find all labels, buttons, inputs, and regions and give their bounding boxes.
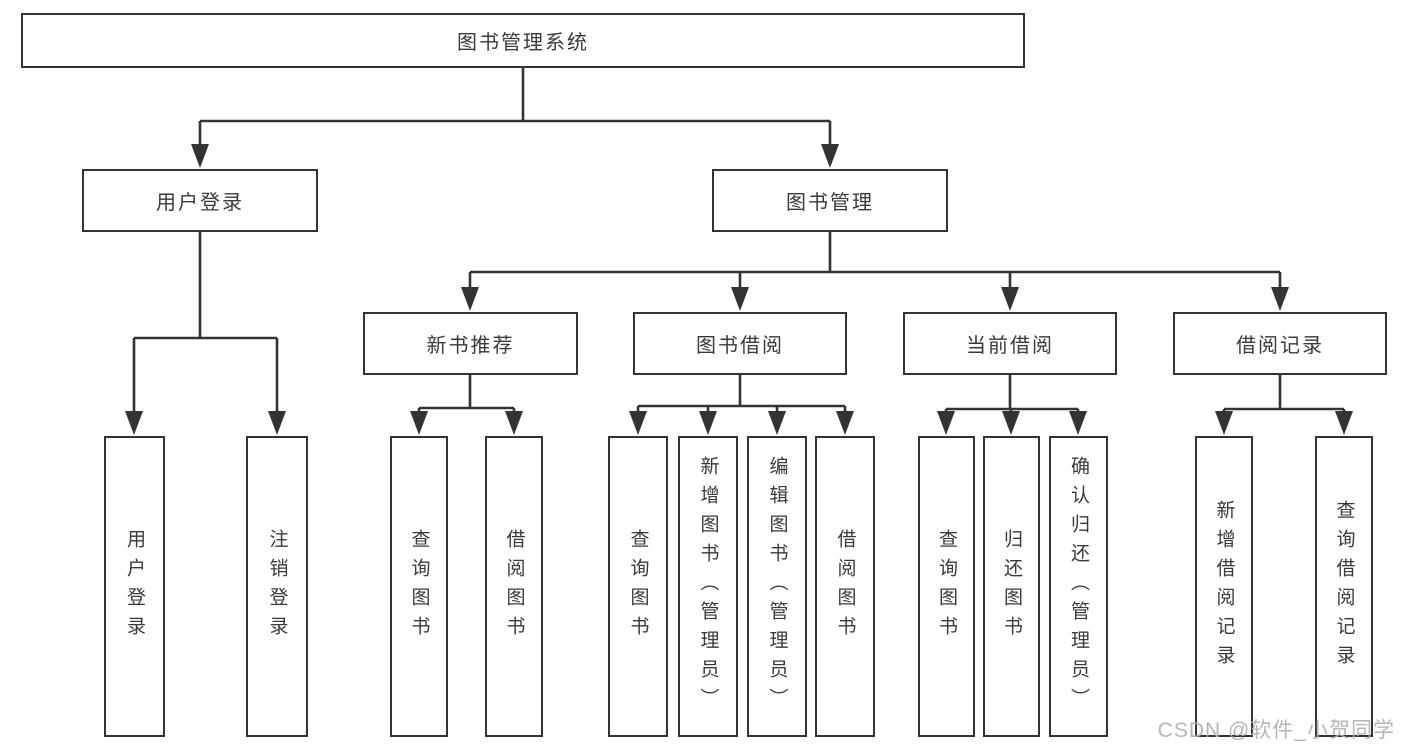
connector-user-login-to-leaves	[132, 232, 279, 416]
connector-book-borrowing-to-leaves	[636, 375, 847, 416]
arrowhead-down-icon	[410, 411, 428, 435]
arrowhead-down-icon	[629, 411, 647, 435]
arrowhead-down-icon	[505, 411, 523, 435]
leaf-confirm-return-admin: 确认归还（管理员）	[1049, 436, 1108, 737]
arrowhead-down-icon	[1069, 411, 1087, 435]
arrowhead-down-icon	[768, 411, 786, 435]
arrowhead-down-icon	[125, 411, 143, 435]
leaf-borrow-books-borrowing: 借阅图书	[815, 436, 875, 737]
node-book-management: 图书管理	[712, 169, 948, 232]
arrowhead-down-icon	[1001, 287, 1019, 311]
leaf-query-books-current: 查询图书	[918, 436, 975, 737]
arrowhead-down-icon	[836, 411, 854, 435]
leaf-borrow-books-newbook: 借阅图书	[485, 436, 543, 737]
watermark-csdn: CSDN @软件_小贺同学	[1157, 719, 1395, 742]
arrowhead-down-icon	[461, 287, 479, 311]
leaf-logout: 注销登录	[246, 436, 308, 737]
arrowhead-down-icon	[1215, 411, 1233, 435]
connector-root-to-level2	[198, 68, 832, 148]
arrowhead-down-icon	[699, 411, 717, 435]
node-new-book-recommendation: 新书推荐	[363, 312, 578, 375]
arrowhead-down-icon	[1271, 287, 1289, 311]
leaf-add-borrow-record: 新增借阅记录	[1195, 436, 1253, 737]
arrowhead-down-icon	[1002, 411, 1020, 435]
arrowhead-down-icon	[1335, 411, 1353, 435]
leaf-query-borrow-record: 查询借阅记录	[1315, 436, 1373, 737]
leaf-edit-books-admin: 编辑图书（管理员）	[747, 436, 807, 737]
connector-borrowing-records-to-leaves	[1222, 375, 1346, 416]
leaf-query-books-newbook: 查询图书	[390, 436, 448, 737]
arrowhead-down-icon	[268, 411, 286, 435]
arrowhead-down-icon	[731, 287, 749, 311]
node-book-borrowing: 图书借阅	[633, 312, 847, 375]
node-user-login: 用户登录	[82, 169, 318, 232]
node-borrowing-records: 借阅记录	[1173, 312, 1387, 375]
leaf-user-login: 用户登录	[104, 436, 165, 737]
arrowhead-down-icon	[821, 144, 839, 168]
leaf-return-books: 归还图书	[983, 436, 1040, 737]
node-library-management-system: 图书管理系统	[21, 13, 1025, 68]
connector-new-book-to-leaves	[417, 375, 516, 416]
leaf-add-books-admin: 新增图书（管理员）	[678, 436, 738, 737]
arrowhead-down-icon	[191, 144, 209, 168]
arrowhead-down-icon	[937, 411, 955, 435]
node-current-borrowing: 当前借阅	[903, 312, 1117, 375]
leaf-query-books-borrowing: 查询图书	[608, 436, 668, 737]
connector-book-management-to-level3	[468, 232, 1282, 291]
connector-current-borrowing-to-leaves	[944, 375, 1080, 416]
